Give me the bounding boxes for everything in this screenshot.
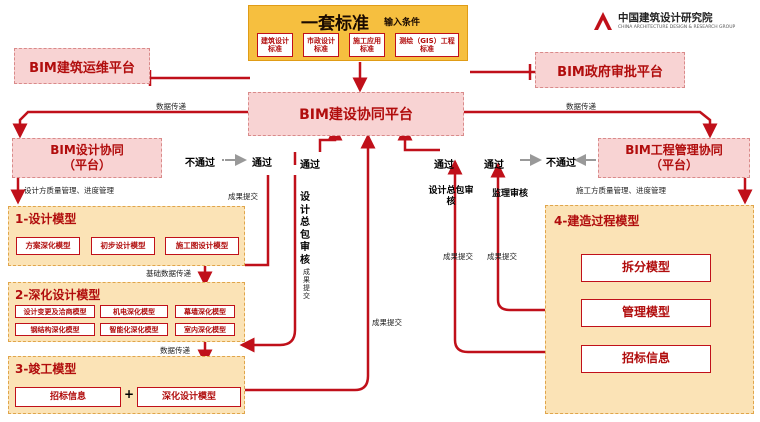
model1-chip: 初步设计模型 xyxy=(91,237,155,255)
standard-chip: 施工应用标准 xyxy=(349,33,385,57)
plus-sign: + xyxy=(123,387,135,401)
design-platform: BIM设计协同 （平台） xyxy=(12,138,162,178)
model4-chip: 招标信息 xyxy=(581,345,711,373)
pass-label: 通过 xyxy=(300,160,320,171)
design-gc-review-label: 设计总包审核 xyxy=(300,192,310,266)
om-platform: BIM建筑运维平台 xyxy=(14,48,150,84)
model1-chip: 施工图设计模型 xyxy=(165,237,239,255)
not-pass-label: 不通过 xyxy=(546,158,576,169)
supervision-review-label: 监理审核 xyxy=(492,189,529,199)
standard-chip: 建筑设计标准 xyxy=(257,33,293,57)
logo-text: 中国建筑设计研究院 xyxy=(618,12,713,24)
model1-title: 1-设计模型 xyxy=(15,212,77,226)
design-review-label: 设计总包审核 xyxy=(428,186,474,208)
model3-chip: 招标信息 xyxy=(15,387,121,407)
logo-mark-icon xyxy=(592,10,614,32)
not-pass-label: 不通过 xyxy=(185,158,215,169)
standard-chip: 测绘（GIS）工程标准 xyxy=(395,33,459,57)
data-transfer-label: 数据传递 xyxy=(156,102,186,111)
construction-mgmt-label: 施工方质量管理、进度管理 xyxy=(576,186,666,195)
model3-title: 3-竣工模型 xyxy=(15,362,77,376)
pass-label: 通过 xyxy=(434,160,454,171)
design-mgmt-label: 设计方质量管理、进度管理 xyxy=(24,186,114,195)
model2-title: 2-深化设计模型 xyxy=(15,288,101,302)
eng-platform-line2: （平台） xyxy=(649,158,698,172)
result-submit-label: 成果提交 xyxy=(303,268,310,301)
result-submit-label: 成果提交 xyxy=(487,252,517,261)
result-submit-label: 成果提交 xyxy=(443,252,473,261)
basic-data-label: 基础数据传递 xyxy=(146,269,191,278)
design-platform-line1: BIM设计协同 xyxy=(50,143,124,157)
model3-chip: 深化设计模型 xyxy=(137,387,241,407)
model2-chip: 机电深化模型 xyxy=(100,305,168,318)
result-submit-label: 成果提交 xyxy=(372,318,402,327)
model2-chip: 智能化深化模型 xyxy=(100,323,168,336)
model4-panel: 4-建造过程模型 拆分模型 管理模型 招标信息 xyxy=(545,205,754,414)
model2-panel: 2-深化设计模型 设计变更及洽商模型 机电深化模型 幕墙深化模型 钢结构深化模型… xyxy=(8,282,245,342)
model2-chip: 钢结构深化模型 xyxy=(15,323,95,336)
pass-label: 通过 xyxy=(484,160,504,171)
logo-subtitle: CHINA ARCHITECTURE DESIGN & RESEARCH GRO… xyxy=(618,25,736,30)
data-transfer-mid-label: 数据传递 xyxy=(160,346,190,355)
model4-chip: 管理模型 xyxy=(581,299,711,327)
collab-platform: BIM建设协同平台 xyxy=(248,92,464,136)
model3-panel: 3-竣工模型 招标信息 + 深化设计模型 xyxy=(8,356,245,414)
standard-box: 一套标准 输入条件 建筑设计标准 市政设计标准 施工应用标准 测绘（GIS）工程… xyxy=(248,5,468,61)
result-submit-label: 成果提交 xyxy=(228,192,258,201)
standard-subtitle: 输入条件 xyxy=(384,18,421,28)
model1-panel: 1-设计模型 方案深化模型 初步设计模型 施工图设计模型 xyxy=(8,206,245,266)
model4-title: 4-建造过程模型 xyxy=(554,214,640,228)
gov-platform: BIM政府审批平台 xyxy=(535,52,685,88)
company-logo: 中国建筑设计研究院 CHINA ARCHITECTURE DESIGN & RE… xyxy=(592,8,752,38)
model2-chip: 幕墙深化模型 xyxy=(175,305,235,318)
model2-chip: 设计变更及洽商模型 xyxy=(15,305,95,318)
model2-chip: 室内深化模型 xyxy=(175,323,235,336)
data-transfer-label: 数据传递 xyxy=(566,102,596,111)
model1-chip: 方案深化模型 xyxy=(16,237,80,255)
pass-label: 通过 xyxy=(252,158,272,169)
design-platform-line2: （平台） xyxy=(62,158,111,172)
standard-title: 一套标准 xyxy=(301,14,369,34)
eng-platform-line1: BIM工程管理协同 xyxy=(625,143,723,157)
standard-chip: 市政设计标准 xyxy=(303,33,339,57)
eng-platform: BIM工程管理协同 （平台） xyxy=(598,138,750,178)
model4-chip: 拆分模型 xyxy=(581,254,711,282)
